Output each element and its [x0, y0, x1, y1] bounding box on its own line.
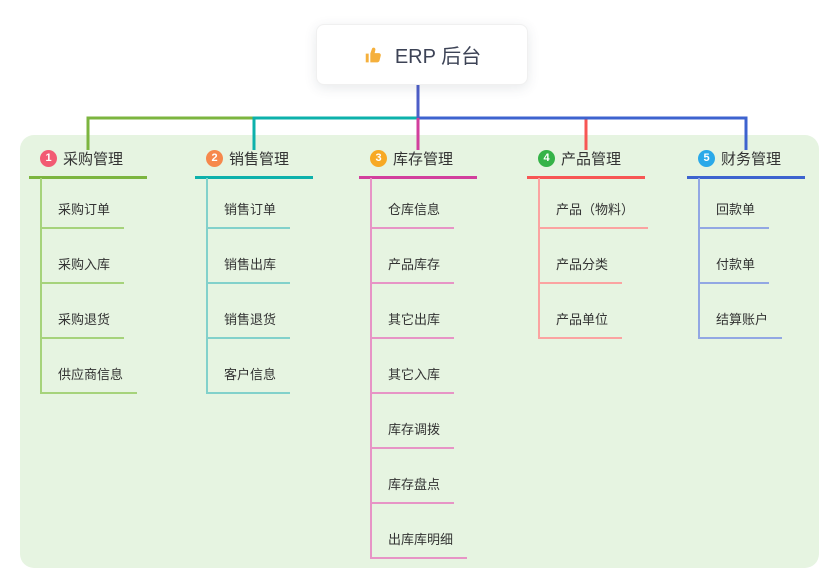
branch-spine-line [40, 178, 42, 393]
child-label: 其它入库 [370, 363, 455, 394]
child-node[interactable]: 销售出库 [206, 253, 291, 284]
thumbs-up-icon [363, 44, 385, 66]
child-label: 回款单 [698, 198, 770, 229]
branch-spine-line [206, 178, 208, 393]
child-label: 产品库存 [370, 253, 455, 284]
child-label: 采购订单 [40, 198, 125, 229]
child-label: 销售出库 [206, 253, 291, 284]
child-node[interactable]: 库存盘点 [370, 473, 455, 504]
child-label: 库存调拨 [370, 418, 455, 449]
child-node[interactable]: 销售退货 [206, 308, 291, 339]
child-label: 结算账户 [698, 308, 783, 339]
branch-spine-line [370, 178, 372, 558]
branch-number-badge: 4 [538, 150, 555, 167]
child-node[interactable]: 采购订单 [40, 198, 125, 229]
child-label: 库存盘点 [370, 473, 455, 504]
child-node[interactable]: 其它入库 [370, 363, 455, 394]
root-label: ERP 后台 [394, 46, 482, 68]
child-node[interactable]: 产品（物料） [538, 198, 649, 229]
branch-label: 产品管理 [561, 151, 622, 168]
branch-spine-line [698, 178, 700, 338]
child-node[interactable]: 产品库存 [370, 253, 455, 284]
child-label: 采购退货 [40, 308, 125, 339]
branch-title-node[interactable]: 2 销售管理 [195, 148, 313, 179]
branch-number-badge: 3 [370, 150, 387, 167]
child-label: 其它出库 [370, 308, 455, 339]
child-node[interactable]: 供应商信息 [40, 363, 138, 394]
child-label: 付款单 [698, 253, 770, 284]
branches-panel [20, 135, 819, 568]
child-label: 销售退货 [206, 308, 291, 339]
branch-label: 财务管理 [721, 151, 782, 168]
branch-title-node[interactable]: 4 产品管理 [527, 148, 645, 179]
child-node[interactable]: 仓库信息 [370, 198, 455, 229]
branch-number-badge: 1 [40, 150, 57, 167]
child-node[interactable]: 客户信息 [206, 363, 291, 394]
child-node[interactable]: 采购退货 [40, 308, 125, 339]
branch-title-node[interactable]: 5 财务管理 [687, 148, 805, 179]
branch-label: 库存管理 [393, 151, 454, 168]
child-node[interactable]: 付款单 [698, 253, 770, 284]
child-label: 采购入库 [40, 253, 125, 284]
child-node[interactable]: 其它出库 [370, 308, 455, 339]
child-node[interactable]: 采购入库 [40, 253, 125, 284]
child-label: 客户信息 [206, 363, 291, 394]
branch-label: 采购管理 [63, 151, 124, 168]
root-node[interactable]: ERP 后台 [316, 24, 528, 85]
child-node[interactable]: 产品单位 [538, 308, 623, 339]
child-label: 产品（物料） [538, 198, 649, 229]
child-label: 供应商信息 [40, 363, 138, 394]
branch-number-badge: 2 [206, 150, 223, 167]
branch-spine-line [538, 178, 540, 338]
branch-number-badge: 5 [698, 150, 715, 167]
branch-label: 销售管理 [229, 151, 290, 168]
child-label: 销售订单 [206, 198, 291, 229]
child-node[interactable]: 出库库明细 [370, 528, 468, 559]
child-node[interactable]: 库存调拨 [370, 418, 455, 449]
child-node[interactable]: 产品分类 [538, 253, 623, 284]
branch-title-node[interactable]: 3 库存管理 [359, 148, 477, 179]
child-node[interactable]: 结算账户 [698, 308, 783, 339]
child-label: 产品单位 [538, 308, 623, 339]
child-node[interactable]: 回款单 [698, 198, 770, 229]
branch-title-node[interactable]: 1 采购管理 [29, 148, 147, 179]
child-label: 出库库明细 [370, 528, 468, 559]
child-label: 产品分类 [538, 253, 623, 284]
child-label: 仓库信息 [370, 198, 455, 229]
child-node[interactable]: 销售订单 [206, 198, 291, 229]
